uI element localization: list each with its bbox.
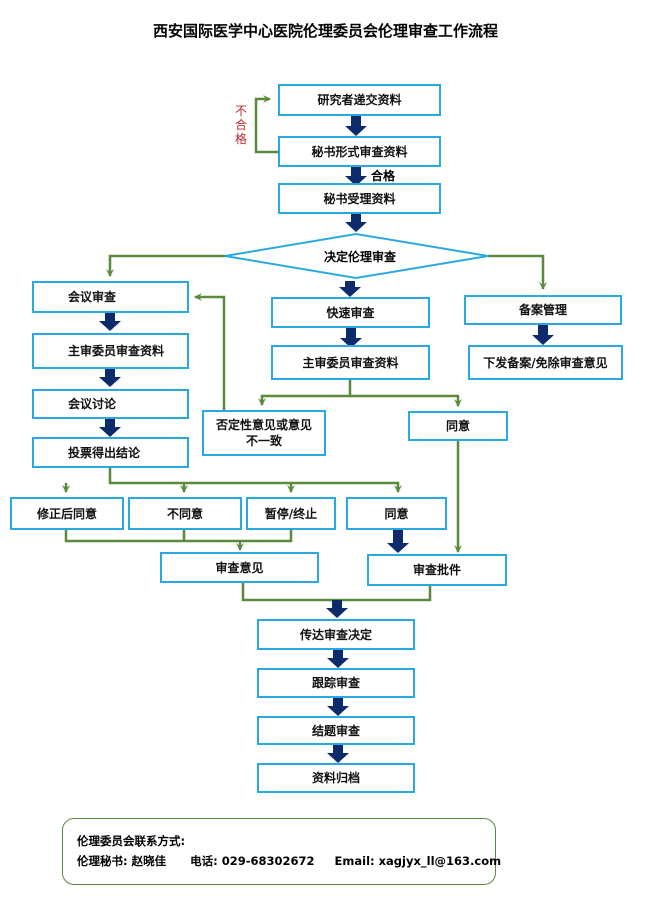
node-deliver: 传达审查决定 — [257, 619, 415, 650]
arrow-accept-decide — [345, 214, 367, 232]
node-main-reviewer-fast: 主审委员审查资料 — [271, 345, 430, 380]
node-formal-review: 秘书形式审查资料 — [278, 136, 441, 167]
node-decide: 决定伦理审查 — [323, 250, 396, 264]
node-opinion: 审查意见 — [160, 552, 319, 583]
fail-loop-line — [254, 95, 280, 154]
contact-line: 伦理秘书: 赵晓佳 电话: 029-68302672 Email: xagjyx… — [77, 853, 507, 869]
contact-box: 伦理委员会联系方式: 伦理秘书: 赵晓佳 电话: 029-68302672 Em… — [62, 818, 501, 885]
arrow-fast-main — [340, 328, 362, 348]
branch-filing-line — [488, 254, 547, 290]
contact-phone: 电话: 029-68302672 — [190, 854, 315, 868]
arrow-submit-formal — [345, 116, 367, 136]
decision-diamond — [224, 232, 489, 280]
fast-split-line-right — [350, 394, 462, 407]
arrow-deliver-follow — [327, 650, 349, 668]
branch-meeting-line — [106, 254, 225, 277]
arrow-agree-approval — [387, 530, 409, 553]
node-meeting-review: 会议审查 — [32, 281, 189, 313]
arrow-main-discussion — [99, 369, 121, 387]
node-agree: 同意 — [346, 497, 447, 530]
fail-label: 不 合 格 — [234, 104, 247, 146]
node-filing-result: 下发备案/免除审查意见 — [468, 345, 623, 380]
node-main-reviewer-meeting: 主审委员审查资料 — [32, 333, 189, 369]
arrow-closing-archive — [327, 745, 349, 763]
node-accept: 秘书受理资料 — [278, 183, 441, 214]
node-disagree: 不同意 — [128, 497, 242, 530]
node-revise-agree: 修正后同意 — [10, 497, 124, 530]
node-approval: 审查批件 — [367, 554, 507, 586]
opinion-merge-line — [64, 528, 293, 543]
node-negative-opinion: 否定性意见或意见不一致 — [202, 410, 326, 456]
node-closing: 结题审查 — [257, 716, 415, 745]
page-title: 西安国际医学中心医院伦理委员会伦理审查工作流程 — [152, 22, 498, 40]
vote-split-line — [108, 467, 402, 493]
arrow-discussion-vote — [99, 419, 121, 437]
arrow-filing-result — [532, 325, 554, 345]
node-archive: 资料归档 — [257, 763, 415, 793]
node-follow-up: 跟踪审查 — [257, 668, 415, 698]
arrow-meeting-main — [99, 313, 121, 331]
node-vote: 投票得出结论 — [32, 437, 189, 468]
node-filing: 备案管理 — [464, 295, 622, 325]
contact-heading: 伦理委员会联系方式: — [77, 834, 186, 848]
contact-secretary: 伦理秘书: 赵晓佳 — [77, 854, 167, 868]
node-suspend: 暂停/终止 — [246, 497, 336, 530]
pass-label: 合格 — [371, 169, 396, 183]
negative-feedback-line — [194, 293, 226, 410]
node-meeting-discussion: 会议讨论 — [32, 389, 189, 419]
node-submit: 研究者递交资料 — [278, 84, 441, 116]
fast-split-line — [258, 380, 352, 406]
arrow-formal-accept — [345, 166, 367, 186]
contact-email: Email: xagjyx_ll@163.com — [334, 854, 502, 868]
arrow-follow-closing — [327, 698, 349, 716]
node-fast-review: 快速审查 — [271, 297, 430, 328]
arrow-decide-fast — [339, 281, 361, 297]
arrow-merge-deliver — [326, 600, 348, 618]
node-fast-agree: 同意 — [408, 411, 508, 441]
